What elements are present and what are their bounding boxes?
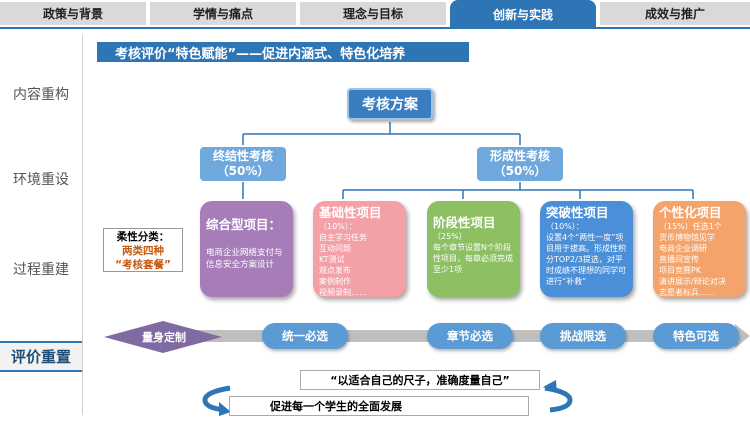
tab-learning-pain-points[interactable]: 学情与痛点 — [150, 2, 296, 25]
card-comprehensive-project: 综合型项目： 电商企业网络支付与信息安全方案设计 — [200, 201, 293, 297]
tag-chapter-required: 章节必选 — [427, 323, 513, 349]
formative-assessment-box: 形成性考核 （50%） — [477, 147, 563, 181]
left-curved-arrow-icon — [202, 385, 231, 413]
sidebar-item-environment-reset[interactable]: 环境重设 — [13, 172, 69, 188]
assessment-plan-box: 考核方案 — [347, 88, 433, 120]
card-stage-project: 阶段性项目 （25%） 每个章节设置N个阶段性项目，每章必须完成至少1项 — [427, 201, 520, 297]
tab-underline — [0, 27, 750, 29]
summative-assessment-box: 终结性考核 （50%） — [200, 147, 286, 181]
custom-label: 量身定制 — [142, 331, 186, 344]
card-breakthrough-project: 突破性项目 （10%）： 设置4个“两性一度”项目用于拔高。形成性积分TOP2/… — [540, 201, 633, 297]
card-basic-project: 基础性项目 （10%）： 自主学习任务 互动问题 KT测试 观点发布 案例制作 … — [313, 201, 406, 297]
tag-unified-required: 统一必选 — [262, 323, 348, 349]
custom-diamond — [104, 321, 222, 353]
right-curved-arrow-icon — [544, 385, 573, 413]
tab-concept-goals[interactable]: 理念与目标 — [300, 2, 446, 25]
tab-innovation-practice[interactable]: 创新与实践 — [450, 0, 596, 29]
sidebar-item-content-restructure[interactable]: 内容重构 — [13, 87, 69, 103]
tab-results-promotion[interactable]: 成效与推广 — [600, 2, 750, 25]
tag-feature-optional: 特色可选 — [653, 323, 739, 349]
sidebar-item-process-rebuild[interactable]: 过程重建 — [13, 262, 69, 278]
bottom-statement: 促进每一个学生的全面发展 — [229, 396, 529, 416]
sidebar-item-evaluation-reset[interactable]: 评价重置 — [0, 341, 82, 372]
sidebar-divider — [82, 35, 83, 415]
card-personalized-project: 个性化项目 （15%）任选1个 货币博物馆见学 电商企业调研 直播间宣传 项目竞… — [653, 201, 746, 297]
sidebar: 内容重构 环境重设 过程重建 评价重置 — [0, 29, 82, 421]
top-tab-bar: 政策与背景 学情与痛点 理念与目标 创新与实践 成效与推广 — [0, 0, 750, 29]
page-title: 考核评价“特色赋能”——促进内涵式、特色化培养 — [97, 42, 469, 62]
tag-challenge-limited: 挑战限选 — [540, 323, 626, 349]
flexible-category-note: 柔性分类： 两类四种 “考核套餐” — [103, 228, 183, 272]
quote-box: “以适合自己的尺子，准确度量自己” — [300, 370, 540, 390]
tab-policy-background[interactable]: 政策与背景 — [0, 2, 146, 25]
